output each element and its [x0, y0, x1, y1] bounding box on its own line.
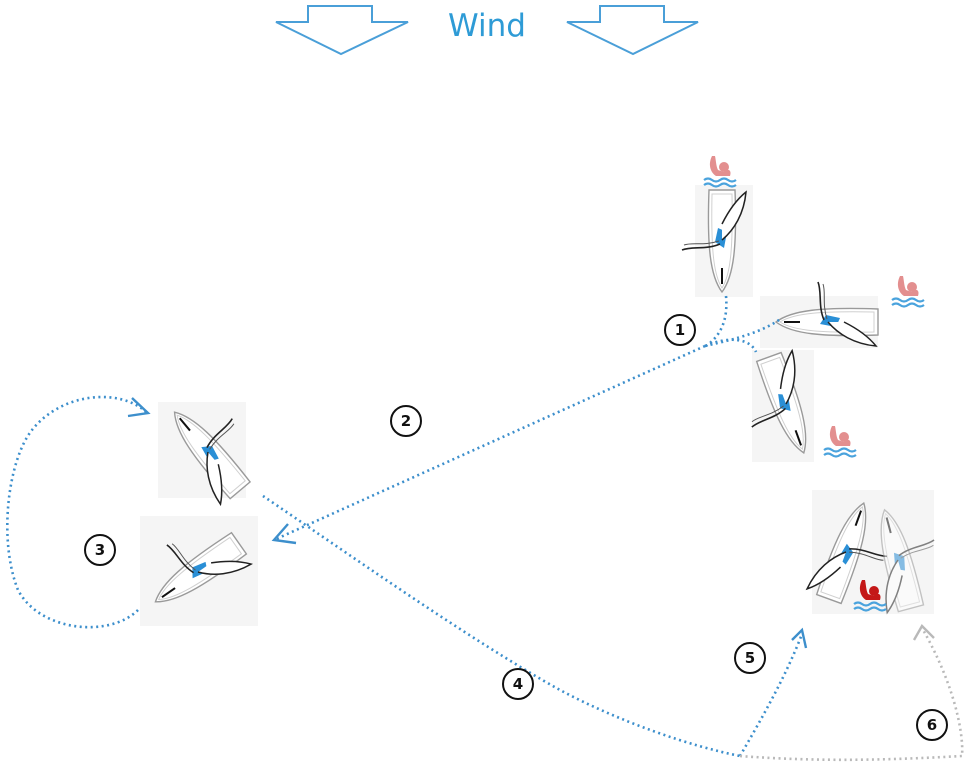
arrowhead-leg-2-icon [271, 523, 297, 545]
wind-arrow-right-icon [566, 5, 699, 56]
step-marker-1: 1 [664, 314, 696, 346]
step-marker-5: 5 [734, 642, 766, 674]
step-marker-6: 6 [916, 709, 948, 741]
path-to-lower-boat [704, 338, 758, 353]
step-marker-3: 3 [84, 534, 116, 566]
path-gybe-1 [704, 316, 783, 348]
wind-label: Wind [448, 8, 526, 44]
path-leg-2 [273, 344, 706, 542]
swimmer-icon-lower [822, 424, 858, 458]
arrowhead-loop-3-icon [127, 397, 151, 418]
path-leg-5 [738, 633, 804, 757]
path-leg-4 [262, 494, 741, 758]
swimmer-icon-right [890, 274, 926, 308]
path-loop-3 [6, 395, 147, 629]
arrowhead-leg-6-icon [912, 624, 935, 641]
arrowhead-leg-5-icon [791, 627, 808, 649]
path-tack-1 [705, 295, 728, 348]
swimmer-icon [702, 154, 738, 188]
wind-arrow-left-icon [275, 5, 409, 56]
path-leg-6 [739, 627, 964, 762]
step-marker-4: 4 [502, 668, 534, 700]
step-marker-2: 2 [390, 405, 422, 437]
